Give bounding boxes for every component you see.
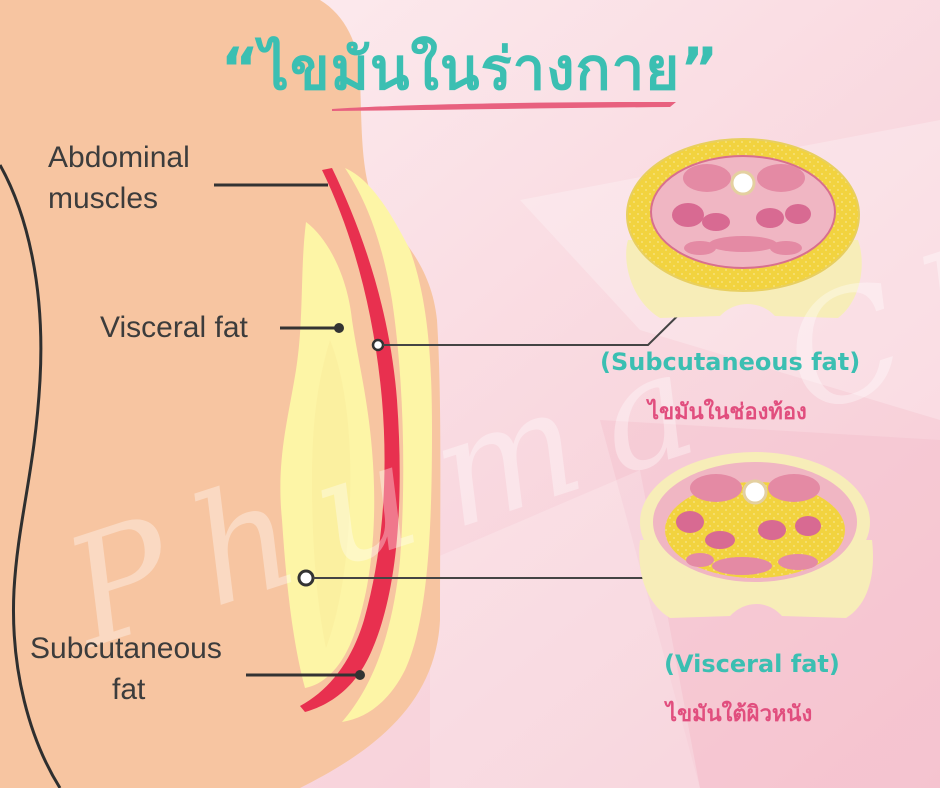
title-underline bbox=[332, 102, 676, 111]
abdominal-muscle bbox=[300, 168, 400, 712]
bottom-section-english: (Visceral fat) bbox=[664, 650, 840, 678]
connector-ring-top bbox=[371, 338, 385, 352]
cross-section-bottom bbox=[639, 452, 873, 618]
subcutaneous-fat-layer bbox=[342, 168, 432, 722]
subcutaneous-fat-line2: fat bbox=[112, 673, 146, 706]
page-title: “ไขมันในร่างกาย” bbox=[220, 35, 720, 103]
visceral-dot bbox=[334, 323, 344, 333]
subcutaneous-fat-label: Subcutaneous fat bbox=[30, 628, 222, 710]
back-contour bbox=[0, 164, 62, 788]
cross-section-top bbox=[626, 138, 862, 318]
top-section-thai: ไขมันในช่องท้อง bbox=[648, 400, 807, 425]
subcutaneous-fat-line1: Subcutaneous bbox=[30, 632, 222, 665]
abdominal-muscles-label: Abdominal muscles bbox=[48, 137, 190, 219]
abdominal-muscles-line2: muscles bbox=[48, 182, 159, 215]
subcutaneous-dot bbox=[355, 670, 365, 680]
bottom-section-thai: ไขมันใต้ผิวหนัง bbox=[666, 702, 813, 727]
top-section-english: (Subcutaneous fat) bbox=[600, 348, 861, 376]
background-facet bbox=[430, 470, 700, 788]
abdominal-muscles-line1: Abdominal bbox=[48, 141, 190, 174]
visceral-fat-inner bbox=[312, 340, 351, 648]
visceral-fat-label: Visceral fat bbox=[100, 311, 248, 344]
